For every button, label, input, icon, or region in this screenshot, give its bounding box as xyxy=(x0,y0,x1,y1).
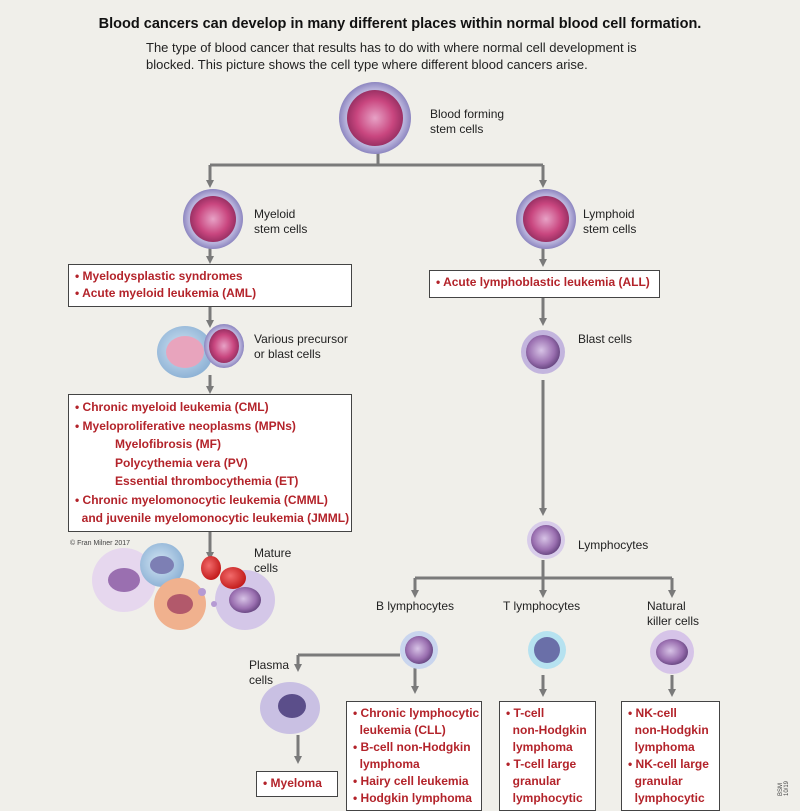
list-item: Essential thrombocythemia (ET) xyxy=(115,474,299,488)
page-subtitle: The type of blood cancer that results ha… xyxy=(146,40,637,72)
lymphocytes-label: Lymphocytes xyxy=(578,538,649,552)
list-item: • T-cell large granular lymphocytic xyxy=(506,757,583,805)
copyright-note: © Fran Milner 2017 xyxy=(70,540,131,547)
mature-cells-label: Mature cells xyxy=(254,546,292,575)
blast-cell-icon xyxy=(521,330,565,374)
lymphocyte-icon xyxy=(527,521,565,559)
b-cell-cancers-box: • Chronic lymphocytic leukemia (CLL) • B… xyxy=(346,701,482,811)
document-code: BSM 10/19 xyxy=(778,780,790,796)
lymphoid-stem-cells-label: Lymphoid stem cells xyxy=(583,207,637,236)
myeloid-stem-cells-label: Myeloid stem cells xyxy=(254,207,308,236)
mature-cells-icon xyxy=(92,543,275,630)
stem-cell-icon xyxy=(339,82,411,154)
lymphoid-stem-cell-icon xyxy=(516,189,576,249)
list-item: • Acute myeloid leukemia (AML) xyxy=(75,286,257,300)
blast-cells-label: Blast cells xyxy=(578,332,633,346)
nk-cells-label: Natural killer cells xyxy=(647,599,700,628)
nk-cell-icon xyxy=(650,630,694,674)
lymphoid-cancers-box: • Acute lymphoblastic leukemia (ALL) xyxy=(429,270,660,298)
list-item: • Hodgkin lymphoma xyxy=(353,791,472,805)
t-lymphocyte-icon xyxy=(528,631,566,669)
myeloid-cancers-box: • Myelodysplastic syndromes • Acute myel… xyxy=(68,264,352,307)
b-lymphocyte-icon xyxy=(400,631,438,669)
precursor-cells-icon xyxy=(157,324,244,378)
list-item: • Chronic myelomonocytic leukemia (CMML) xyxy=(75,492,328,507)
page-title: Blood cancers can develop in many differ… xyxy=(98,16,702,32)
plasma-cells-label: Plasma cells xyxy=(249,658,290,687)
myeloid-stem-cell-icon xyxy=(183,189,243,249)
b-lymphocytes-label: B lymphocytes xyxy=(376,599,455,613)
precursor-cancers-box: • Chronic myeloid leukemia (CML) • Myelo… xyxy=(68,394,352,532)
list-item: • T-cell non-Hodgkin lymphoma xyxy=(506,706,587,754)
list-item: • Chronic lymphocytic leukemia (CLL) xyxy=(353,706,480,737)
list-item: Polycythemia vera (PV) xyxy=(115,455,248,470)
t-lymphocytes-label: T lymphocytes xyxy=(503,599,581,613)
nk-cell-cancers-box: • NK-cell non-Hodgkin lymphoma • NK-cell… xyxy=(621,701,720,811)
list-item: and juvenile myelomonocytic leukemia (JM… xyxy=(75,511,350,525)
list-item: • NK-cell large granular lymphocytic xyxy=(628,757,709,805)
t-cell-cancers-box: • T-cell non-Hodgkin lymphoma • T-cell l… xyxy=(499,701,596,811)
list-item: Myelofibrosis (MF) xyxy=(115,437,222,451)
list-item: • NK-cell non-Hodgkin lymphoma xyxy=(628,706,709,754)
list-item: • Myelodysplastic syndromes xyxy=(75,269,243,283)
list-item: • Hairy cell leukemia xyxy=(353,774,469,788)
plasma-cell-icon xyxy=(260,682,320,734)
stem-cells-label: Blood forming stem cells xyxy=(430,107,505,136)
list-item: • Myeloma xyxy=(263,776,322,790)
precursor-cells-label: Various precursor or blast cells xyxy=(254,332,348,361)
list-item: • B-cell non-Hodgkin lymphoma xyxy=(353,740,471,771)
plasma-cancers-box: • Myeloma xyxy=(256,771,338,797)
list-item: • Acute lymphoblastic leukemia (ALL) xyxy=(436,275,650,289)
list-item: • Chronic myeloid leukemia (CML) xyxy=(75,400,269,414)
list-item: • Myeloproliferative neoplasms (MPNs) xyxy=(75,418,296,433)
